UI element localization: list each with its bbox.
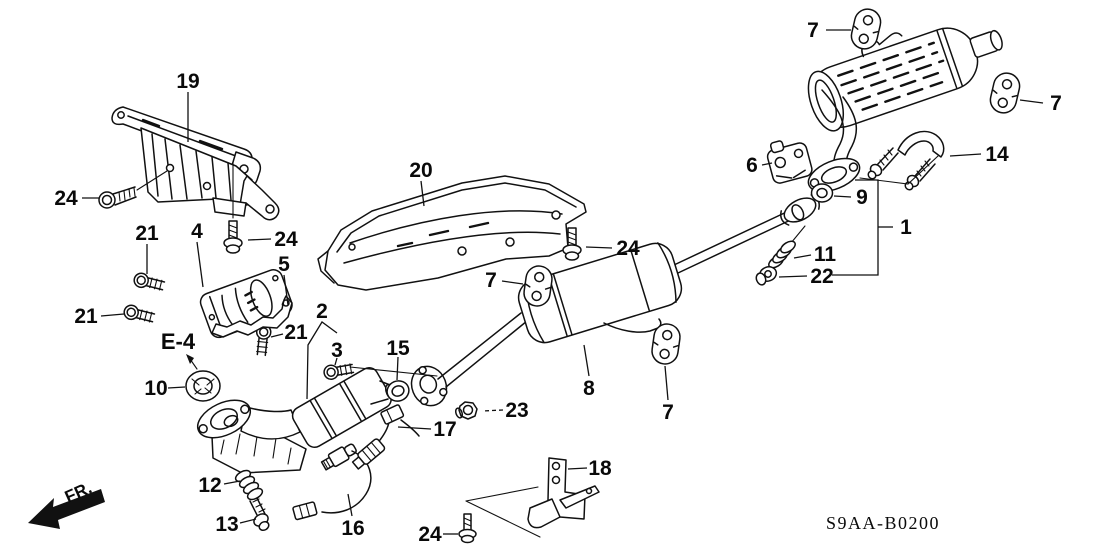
callout-part-23: 23 [505,399,528,422]
callout-part-4: 4 [191,220,203,243]
oxygen-sensor-17-drawing [351,404,420,470]
callout-part-1: 1 [900,216,912,239]
bolt-24a-drawing [98,186,137,209]
callout-part-8: 8 [583,377,595,400]
spring-12-drawing [234,469,264,501]
callout-part-24-c: 24 [616,237,640,260]
callout-part-11: 11 [814,243,837,266]
front-pipe-flange-drawing [410,365,448,407]
callout-part-10: 10 [144,377,167,400]
silencer-drawing [437,207,800,388]
bolt-3-drawing [323,363,355,380]
callout-part-7-c: 7 [807,19,819,42]
callout-part-2: 2 [316,300,328,323]
callout-part-7-b: 7 [662,401,674,424]
callout-part-19: 19 [176,70,199,93]
diagram-part-code: S9AA-B0200 [826,513,940,533]
mount-rubber-drawing [766,140,813,184]
callout-part-21-c: 21 [284,321,308,344]
callout-part-3: 3 [331,339,343,362]
callout-part-9: 9 [856,186,868,209]
leader-lines [82,29,1044,538]
callout-part-24-a: 24 [54,187,78,210]
callout-part-21-a: 21 [135,222,159,245]
callout-part-5: 5 [278,253,290,276]
callout-part-24-b: 24 [274,228,298,251]
bolt-13-drawing [249,497,270,532]
gasket-10-drawing [185,370,221,402]
gasket-15-drawing [386,380,410,402]
callout-part-14: 14 [985,143,1009,166]
bolt-21a-drawing [133,272,166,291]
callout-part-16: 16 [341,517,364,540]
bolt-24b-drawing [223,220,243,254]
callout-part-15: 15 [386,337,410,360]
gasket-9-drawing [810,183,834,203]
bracket-18-drawing [527,457,600,529]
callout-part-20: 20 [409,159,432,182]
heat-shield-bracket-drawing [111,106,280,221]
oxygen-sensor-16-drawing [292,443,372,521]
callout-part-6: 6 [746,154,758,177]
bolt-24d-drawing [458,513,477,544]
hanger-7-top-drawing [850,8,882,50]
fr-direction-arrow-icon: FR. [28,478,105,529]
spring-11-drawing [768,240,796,269]
callout-part-7-a: 7 [485,269,497,292]
callout-part-18: 18 [588,457,612,480]
catalytic-converter-drawing [196,366,398,474]
nut-22-drawing [755,266,778,286]
callout-part-13: 13 [215,513,238,536]
bolt-24c-drawing [562,227,582,261]
callout-part-21-b: 21 [74,305,98,328]
hanger-7-right-drawing [989,72,1021,114]
callout-part-7-d: 7 [1050,92,1062,115]
engine-section-reference-label: E-4 [161,329,196,354]
hanger-7-rear-drawing [651,323,681,365]
muffler-drawing [807,27,1003,193]
callout-part-24-d: 24 [418,523,442,546]
nut-23-drawing [454,401,478,420]
bolt-21b-drawing [123,304,156,323]
callout-part-17: 17 [433,418,456,441]
heat-baffle-plate-drawing [317,175,587,291]
callout-part-12: 12 [198,474,221,497]
stay-drawing [211,295,293,338]
hanger-7-mid-drawing [523,265,553,307]
callout-part-22: 22 [810,265,833,288]
